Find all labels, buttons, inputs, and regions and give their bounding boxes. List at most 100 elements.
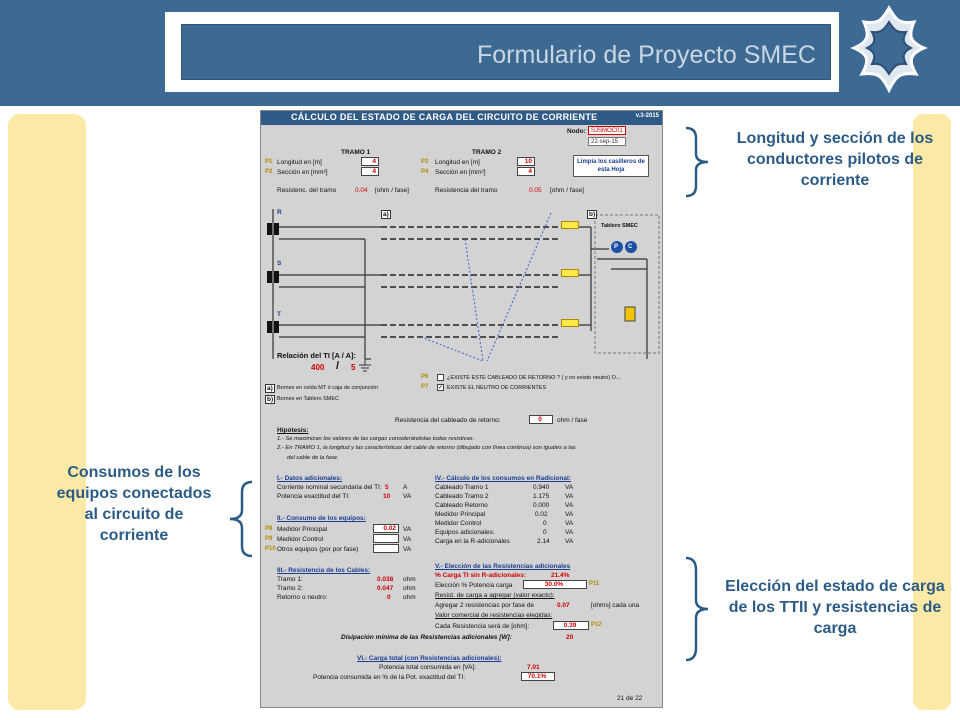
sec1-row-0-value: 5 — [385, 484, 389, 491]
sheet-version: v.3-2015 — [635, 113, 659, 119]
tramo2-header: TRAMO 2 — [472, 149, 502, 156]
sec3-row-2-label: Retorno o neutro: — [277, 594, 328, 601]
page-number: 21 de 22 — [617, 695, 643, 702]
sec4-row-6-value: 2.14 — [537, 538, 550, 545]
legend-b-text: Bornes en Tablero SMEC — [277, 396, 339, 402]
sec3-row-1-label: Tramo 2: — [277, 585, 303, 592]
brace-right-bottom-icon — [685, 556, 709, 662]
phase-s-label: S — [277, 260, 282, 267]
other-equipment-input[interactable] — [373, 544, 399, 553]
main-meter-input[interactable]: 0.02 — [373, 524, 399, 533]
sec2-row-2-label: Otros equipos (por por fase) — [277, 546, 359, 553]
tramo1-header: TRAMO 1 — [341, 149, 371, 156]
sec3-row-2-value: 0 — [387, 594, 391, 601]
hypothesis-1: 1.- Se maximizan los valores de las carg… — [277, 436, 475, 442]
left-side-panel — [8, 114, 86, 710]
sec5-pct-label: % Carga TI sin R-adicionales: — [435, 572, 527, 579]
sec2-row-2-unit: VA — [403, 546, 412, 553]
sec5-each-label: Cada Resistencia será de [ohm]: — [435, 623, 530, 630]
brace-right-top-icon — [685, 126, 709, 198]
sec4-row-4-unit: VA — [565, 520, 574, 527]
t2-section-input[interactable]: 4 — [517, 167, 535, 176]
terminal-label-r — [561, 221, 579, 229]
t1-resistance-unit: [ohm / fase] — [375, 187, 409, 194]
sec5-add-value: 0.07 — [557, 602, 570, 609]
control-meter-input[interactable] — [373, 534, 399, 543]
sec5-resist-label: Resist. de carga a agregar (valor exacto… — [435, 592, 555, 599]
ct-primary-value: 400 — [311, 363, 325, 372]
sec4-row-0-unit: VA — [565, 484, 574, 491]
t2-length-label: Longitud en [m] — [435, 159, 480, 166]
legend-b-marker: b) — [265, 395, 276, 404]
t2-length-input[interactable]: 10 — [517, 157, 535, 166]
sec4-row-1-unit: VA — [565, 493, 574, 500]
legend-a-marker: a) — [265, 384, 275, 393]
meter-c-label: C — [628, 244, 633, 250]
sec2-row-1-unit: VA — [403, 536, 412, 543]
sec3-row-0-label: Tramo 1: — [277, 576, 303, 583]
star-logo-icon — [850, 5, 928, 94]
sec6-pct-label: Potencia consumida en % de la Pot. exact… — [313, 674, 465, 681]
section-2-title: II.- Consumo de los equipos: — [277, 515, 366, 522]
node-label: Nodo: — [567, 128, 586, 135]
sec5-min-label: Disipación mínima de las Resistencias ad… — [341, 634, 512, 641]
sheet-title: CÁLCULO DEL ESTADO DE CARGA DEL CIRCUITO… — [291, 112, 598, 122]
sec3-row-0-unit: ohm — [403, 576, 416, 583]
t1-resistance-value: 0.04 — [355, 187, 368, 194]
t1-section-input[interactable]: 4 — [361, 167, 379, 176]
hypothesis-title: Hipótesis: — [277, 427, 309, 434]
sec4-row-2-label: Cableado Retorno — [435, 502, 488, 509]
sec6-pct-box: 70.1% — [521, 672, 555, 681]
return-cable-checkbox[interactable] — [437, 374, 444, 381]
section-6-title: VI.- Carga total (con Resistencias adici… — [357, 655, 502, 662]
ct-ratio-slash: / — [336, 360, 340, 372]
header-bar: Formulario de Proyecto SMEC — [0, 0, 960, 106]
sec4-row-5-label: Equipos adicionales: — [435, 529, 495, 536]
neutral-question: EXISTE EL NEUTRO DE CORRIENTES — [447, 385, 547, 391]
sec4-row-5-value: 0 — [543, 529, 547, 536]
circuit-diagram — [267, 209, 660, 372]
sec3-row-1-value: 0.047 — [377, 585, 394, 592]
sec5-add-label: Agregar 2 resistencias por fase de — [435, 602, 534, 609]
sec4-row-1-label: Cableado Tramo 2 — [435, 493, 489, 500]
return-resistance-unit: ohm / fase — [557, 417, 588, 424]
resistor-value-input[interactable]: 0.39 — [553, 621, 589, 630]
date-field[interactable]: 22-sep-15 — [588, 137, 626, 146]
neutral-checkbox[interactable]: ✓ — [437, 384, 444, 391]
t1-resistance-label: Resistenc. del tramo — [277, 187, 337, 194]
node-field[interactable]: SJSMOC01 — [588, 126, 626, 135]
terminal-b-marker: b) — [587, 210, 598, 219]
section-5-title: V.- Elección de las Resistencias adicion… — [435, 563, 571, 570]
sec2-row-0-label: Medidor Principal — [277, 526, 328, 533]
sec4-row-4-label: Medidor Control — [435, 520, 482, 527]
terminal-label-t — [561, 319, 579, 327]
sec4-row-6-unit: VA — [565, 538, 574, 545]
ct-secondary-value: 5 — [351, 363, 356, 372]
return-resistance-input[interactable]: 0 — [529, 415, 553, 424]
sec4-row-2-value: 0.000 — [533, 502, 550, 509]
sec1-row-1-value: 10 — [383, 493, 391, 500]
sec5-pct-value: 21.4% — [551, 572, 570, 579]
return-resistance-label: Resistencia del cableado de retorno: — [395, 417, 501, 424]
t2-resistance-label: Resistencia del tramo — [435, 187, 498, 194]
page-title: Formulario de Proyecto SMEC — [476, 41, 816, 69]
t1-length-input[interactable]: 4 — [361, 157, 379, 166]
sec4-row-1-value: 1.175 — [533, 493, 550, 500]
sec5-add-unit: [ohms] cada una — [591, 602, 640, 609]
section-4-title: IV.- Cálculo de los consumos en Radicion… — [435, 475, 571, 482]
sec5-commercial-label: Valor comercial de resistencias elegidas… — [435, 612, 553, 619]
hypothesis-2b: del cable de la fase. — [287, 455, 339, 461]
callout-load-state: Elección del estado de carga de los TTII… — [725, 578, 945, 637]
sec5-min-value: 20 — [566, 634, 574, 641]
load-percent-select[interactable]: 30.0% — [523, 580, 587, 589]
sec6-total-value: 7.01 — [527, 664, 540, 671]
clear-sheet-button[interactable]: Limpia los casilleros de esta Hoja — [573, 155, 649, 177]
terminal-a-marker: a) — [381, 210, 391, 219]
title-bar: Formulario de Proyecto SMEC — [181, 24, 831, 80]
hypothesis-2: 2.- En TRAMO 1, la longitud y las caract… — [277, 445, 576, 451]
sec1-row-0-label: Corriente nominal secundaria del TI: — [277, 484, 382, 491]
ct-ratio-label: Relación del TI [A / A]: — [277, 351, 357, 360]
sec2-row-0-unit: VA — [403, 526, 412, 533]
legend-a-text: Bornes en celda MT ó caja de conjunción — [277, 385, 378, 391]
